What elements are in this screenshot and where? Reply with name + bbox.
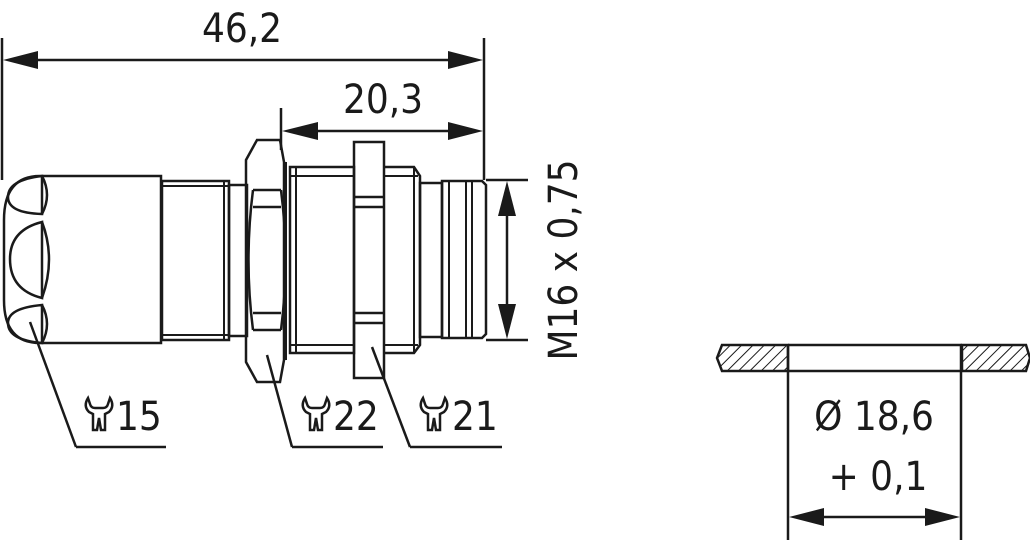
wrench-icon (84, 395, 114, 432)
wrench-callout-22: 22 (265, 354, 383, 449)
cutout-diameter-label: Ø 18,6 (814, 394, 934, 440)
wrench-callout-15: 15 (28, 321, 166, 449)
dimension-thread-spec: M16 x 0,75 (486, 159, 587, 361)
panel-cutout: Ø 18,6 + 0,1 (715, 343, 1030, 540)
dimension-overall-length: 46,2 (0, 6, 486, 180)
wrench-size-22: 22 (333, 394, 379, 440)
dimension-thread-length: 20,3 (279, 77, 483, 150)
wrench-icon (301, 395, 331, 432)
overall-length-label: 46,2 (202, 6, 282, 52)
thread-spec-label: M16 x 0,75 (541, 159, 587, 360)
wrench-size-15: 15 (116, 394, 162, 440)
connector-body (2, 138, 488, 384)
wrench-size-21: 21 (452, 394, 498, 440)
wrench-callout-21: 21 (370, 346, 502, 449)
thread-length-label: 20,3 (343, 77, 423, 123)
cutout-tolerance-label: + 0,1 (829, 454, 928, 500)
wrench-icon (419, 395, 449, 432)
